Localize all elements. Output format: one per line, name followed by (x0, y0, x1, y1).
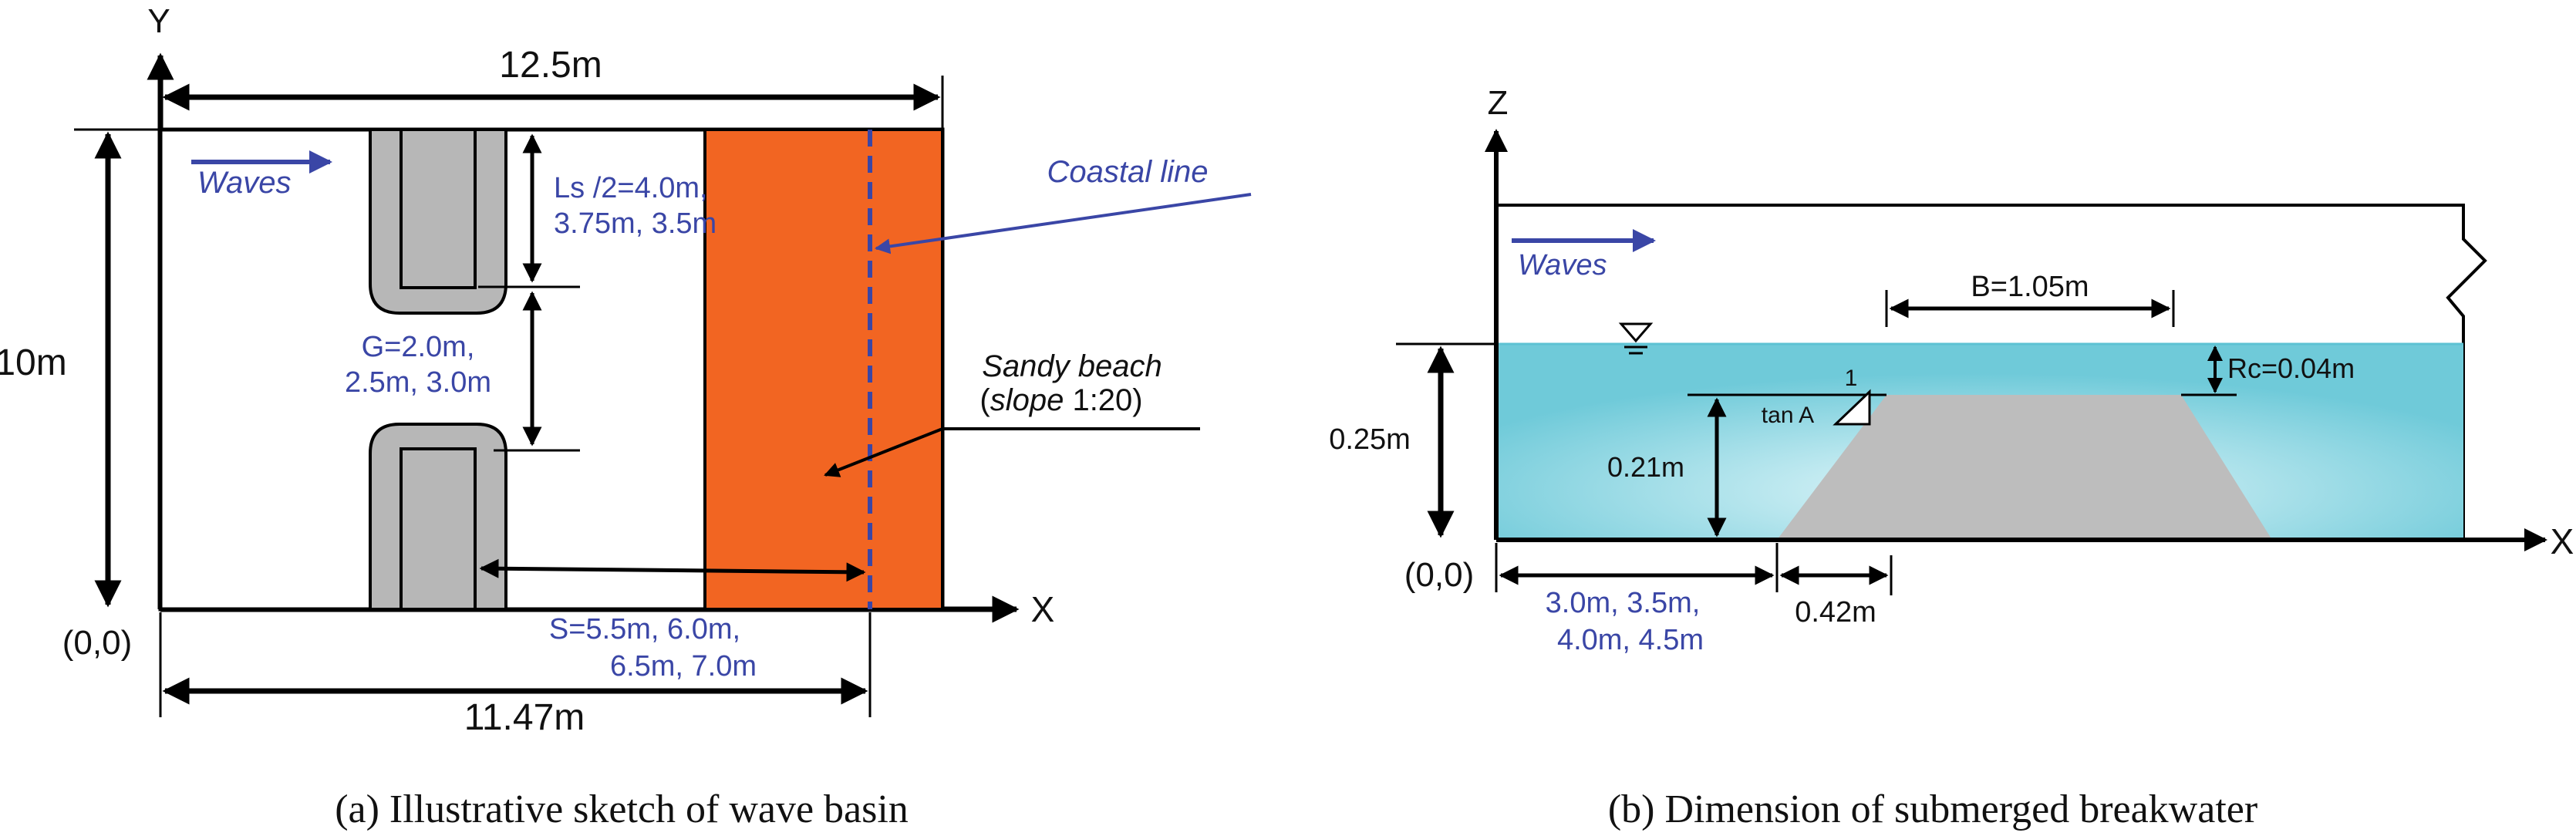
s-label-line1: S=5.5m, 6.0m, (549, 613, 740, 646)
panel-a-x-axis-label: X (1031, 589, 1055, 629)
g-label-line2: 2.5m, 3.0m (345, 366, 491, 399)
coastal-line-leader (875, 193, 1252, 255)
ls-label-line1: Ls /2=4.0m, (554, 172, 708, 204)
freeboard-label: Rc=0.04m (2227, 352, 2355, 384)
sandy-beach-slope-label: (slope 1:20) (979, 383, 1142, 417)
panel-b-waves-label: Waves (1518, 249, 1607, 281)
breakwater-top (369, 128, 507, 315)
distance-label-line2: 4.0m, 4.5m (1557, 624, 1704, 656)
toe-width-label: 0.42m (1795, 596, 1876, 629)
water-depth-label: 0.25m (1329, 423, 1411, 456)
panel-b-breakwater: Z X (0,0) Waves B=1.05m Rc=0.04m 0.25m 0… (1329, 84, 2574, 831)
sandy-beach-area (703, 128, 944, 611)
panel-a-caption: (a) Illustrative sketch of wave basin (335, 787, 909, 831)
sandy-beach-leader-arrow (824, 427, 943, 477)
slope-one-label: 1 (1845, 366, 1858, 391)
panel-b-origin-label: (0,0) (1404, 556, 1474, 594)
ls-label-line2: 3.75m, 3.5m (554, 207, 716, 240)
height-left-label: 10m (0, 342, 67, 383)
coastal-line-label: Coastal line (1047, 155, 1208, 189)
slope-tan-label: tan A (1762, 403, 1814, 428)
breakwater-bottom (369, 423, 507, 611)
structure-height-label: 0.21m (1607, 451, 1684, 483)
panel-b-x-axis-label: X (2551, 521, 2574, 561)
panel-b-caption: (b) Dimension of submerged breakwater (1608, 787, 2257, 831)
slope-triangle (1833, 389, 1871, 426)
s-dimension (479, 558, 866, 582)
panel-b-z-axis-label: Z (1488, 84, 1509, 122)
panel-a-origin-label: (0,0) (62, 624, 132, 662)
crest-width-label: B=1.05m (1971, 271, 2089, 303)
g-label-line1: G=2.0m, (362, 331, 475, 363)
panel-a-wave-basin: Y X (0,0) Waves 12.5m 10m (0, 2, 1252, 831)
width-bottom-label: 11.47m (464, 697, 585, 738)
panel-a-waves-label: Waves (197, 166, 292, 200)
width-top-label: 12.5m (499, 45, 602, 86)
sandy-beach-label: Sandy beach (982, 349, 1162, 383)
submerged-breakwater (1777, 395, 2272, 540)
s-label-line2: 6.5m, 7.0m (610, 650, 757, 683)
water-level-symbol (1618, 322, 1654, 355)
panel-a-y-axis-label: Y (147, 2, 170, 40)
distance-label-line1: 3.0m, 3.5m, (1546, 587, 1701, 619)
